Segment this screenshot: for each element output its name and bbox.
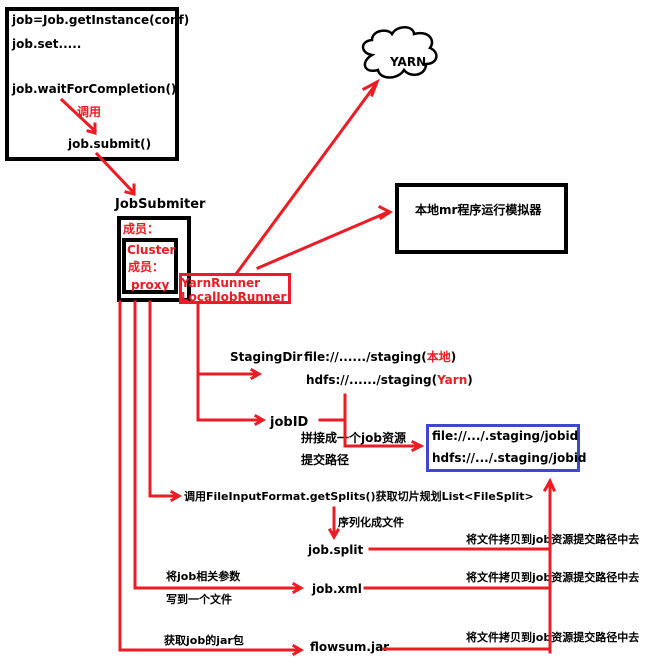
- resource-path-file: file://.../.staging/jobid: [432, 429, 579, 443]
- arrow-copy-to-resource: [542, 477, 556, 654]
- job-submitter-title: JobSubmiter: [115, 197, 206, 212]
- xml-copy-label: 将文件拷贝到job资源提交路径中去: [466, 571, 640, 584]
- staging-yarn-tag: Yarn: [437, 373, 468, 387]
- flowsum-jar-file: flowsum.jar: [310, 640, 390, 654]
- job-xml-file: job.xml: [312, 582, 362, 596]
- line-to-flowsum-jar: [118, 300, 305, 657]
- cluster-box: [122, 238, 178, 294]
- staging-dir-label: StagingDir: [230, 350, 303, 364]
- local-simulator-box: [395, 183, 568, 254]
- staging-local-path-text: file://....../staging(: [304, 350, 427, 364]
- job-id-label: jobID: [270, 415, 309, 430]
- client-line-get-instance: job=Job.getInstance(conf): [12, 13, 190, 27]
- resource-path-hdfs: hdfs://.../.staging/jobid: [432, 451, 587, 465]
- job-submitter-member-label: 成员：: [123, 222, 160, 236]
- arrow-runner-to-local-sim: [256, 204, 393, 270]
- client-line-submit: job.submit(): [68, 137, 152, 151]
- yarn-cloud-shape: [361, 26, 438, 79]
- job-split-file: job.split: [308, 543, 364, 557]
- line-job-id-right: [318, 393, 425, 453]
- arrow-to-job-id: [196, 413, 267, 427]
- client-line-wait-for-completion: job.waitForCompletion(): [12, 82, 177, 96]
- serialize-label: 序列化成文件: [338, 516, 404, 529]
- get-splits-label: 调用FileInputFormat.getSplits()获取切片规划List<…: [184, 490, 534, 503]
- cluster-member-proxy: proxy: [131, 278, 170, 292]
- staging-yarn-close: ): [467, 373, 473, 387]
- jar-copy-label: 将文件拷贝到job资源提交路径中去: [466, 631, 640, 644]
- arrow-submit-to-submitter: [94, 151, 136, 196]
- client-line-job-set: job.set.....: [12, 37, 82, 51]
- staging-yarn-path: hdfs://....../staging(Yarn): [306, 373, 473, 387]
- arrow-serialize: [327, 506, 341, 541]
- runner-local: LocalJobRunner: [181, 290, 287, 304]
- xml-desc-1: 将job相关参数: [166, 570, 241, 583]
- call-label: 调用: [77, 105, 102, 119]
- arrow-to-staging: [196, 367, 263, 381]
- xml-desc-2: 写到一个文件: [166, 593, 232, 606]
- staging-local-path: file://....../staging(本地): [304, 350, 456, 364]
- line-to-get-splits: [148, 300, 183, 503]
- yarn-cloud-text: YARN: [390, 55, 427, 69]
- client-code-box: [5, 7, 179, 161]
- staging-local-tag: 本地: [426, 350, 451, 364]
- local-simulator-label: 本地mr程序运行模拟器: [415, 203, 542, 217]
- staging-yarn-path-text: hdfs://....../staging(: [306, 373, 438, 387]
- jar-desc: 获取job的jar包: [164, 634, 244, 647]
- line-to-job-xml: [133, 300, 305, 595]
- job-id-desc-2: 提交路径: [301, 453, 350, 467]
- job-submitter-box: [117, 216, 191, 302]
- runner-yarn: YarnRunner: [181, 276, 261, 290]
- job-id-desc-1: 拼接成一个job资源: [301, 431, 406, 445]
- split-copy-label: 将文件拷贝到job资源提交路径中去: [466, 533, 640, 546]
- arrow-runner-to-yarn: [233, 78, 380, 277]
- cluster-title: Cluster: [127, 243, 176, 257]
- staging-local-close: ): [450, 350, 457, 364]
- resource-path-box: [426, 424, 580, 472]
- cluster-member-label: 成员：: [128, 260, 165, 274]
- arrow-wait-to-submit: [59, 97, 98, 135]
